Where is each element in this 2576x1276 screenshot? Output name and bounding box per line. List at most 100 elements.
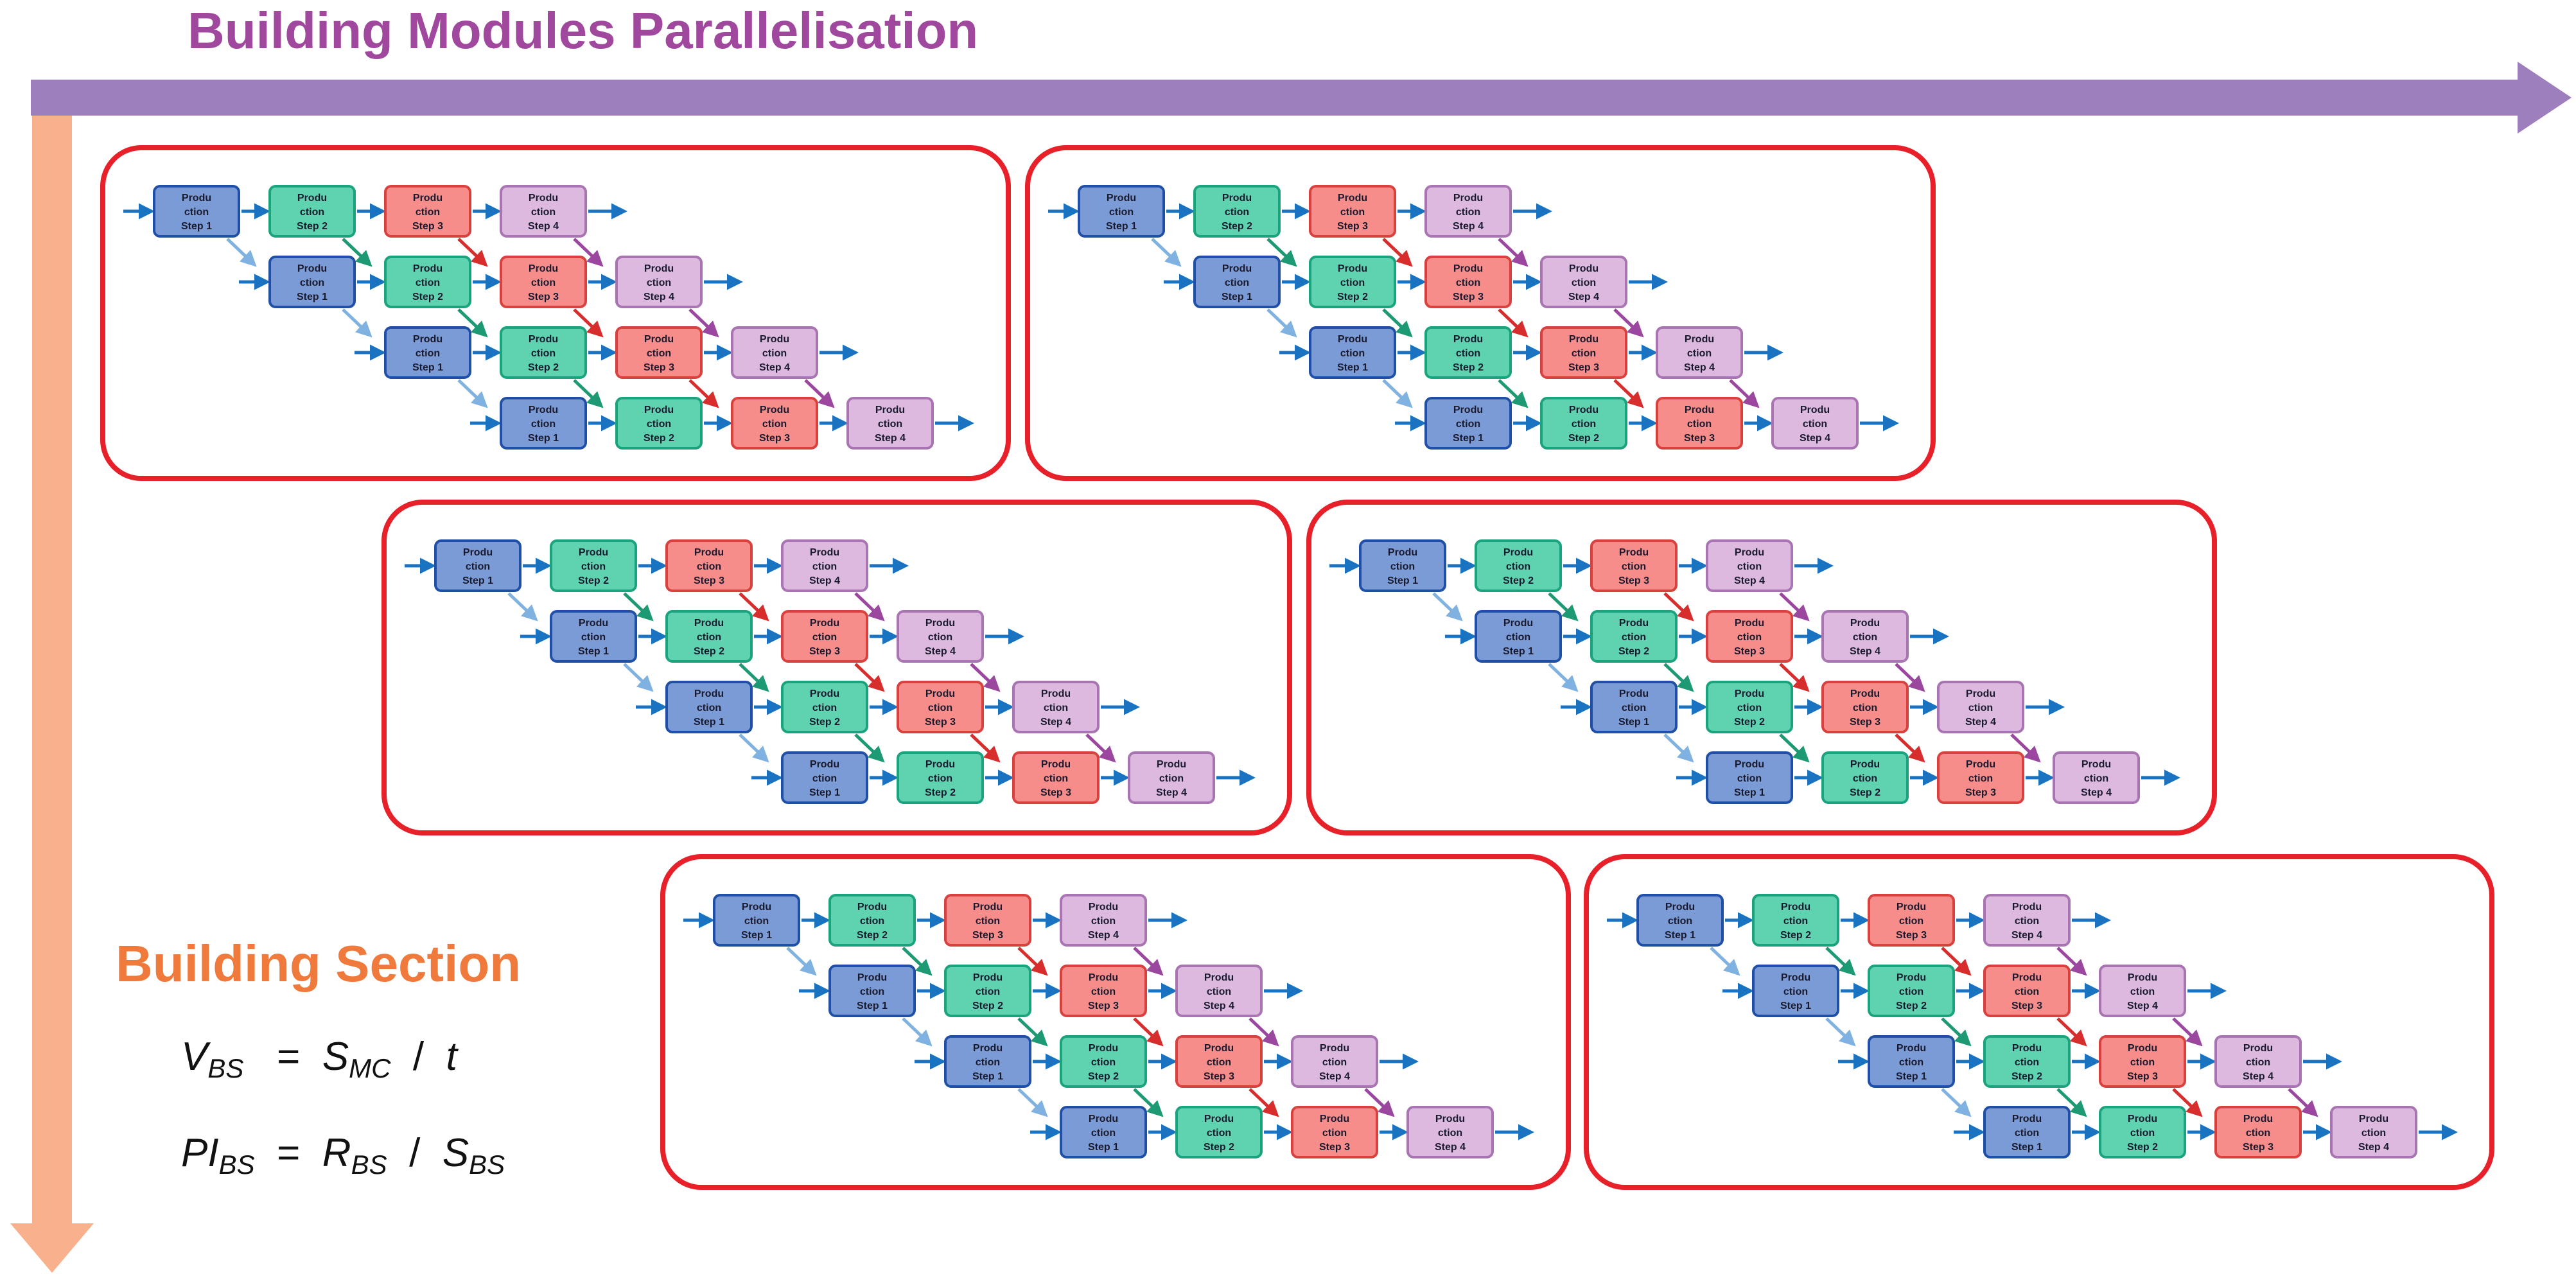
production-step-label: Step 4	[1734, 575, 1765, 586]
production-step-label: Produ	[529, 263, 558, 274]
production-step-label: Produ	[857, 902, 887, 913]
production-step-label: ction	[1572, 277, 1596, 288]
handoff-arrow	[1613, 308, 1644, 338]
production-step-box	[944, 894, 1031, 947]
production-step-box	[1752, 965, 1839, 1017]
production-step-box	[1937, 751, 2024, 804]
production-step-label: Produ	[694, 618, 724, 629]
handoff-arrow	[739, 733, 769, 763]
production-step-label: ction	[1438, 1128, 1462, 1139]
production-step-label: ction	[1899, 916, 1923, 927]
handoff-arrow	[1249, 1017, 1279, 1047]
production-step-box	[944, 965, 1031, 1017]
production-step-label: ction	[647, 348, 671, 359]
handoff-arrow	[1133, 1088, 1164, 1117]
handoff-arrow	[854, 733, 885, 763]
production-step-label: Step 1	[972, 1071, 1003, 1082]
handoff-arrow	[457, 379, 488, 408]
production-step-label: ction	[2015, 1057, 2039, 1068]
production-step-label: ction	[744, 916, 769, 927]
production-step-label: Step 4	[1850, 646, 1880, 657]
parallel-group-panel	[381, 500, 1292, 835]
production-step-label: Step 1	[857, 1001, 888, 1011]
handoff-arrow	[2056, 1088, 2087, 1117]
production-step-label: ction	[1322, 1128, 1347, 1139]
production-step-label: Produ	[297, 263, 327, 274]
handoff-arrow	[1382, 379, 1413, 408]
handoff-arrow	[1825, 1017, 1856, 1047]
handoff-arrow	[1498, 308, 1529, 338]
production-step-label: ction	[1668, 916, 1692, 927]
production-step-label: ction	[1899, 1057, 1923, 1068]
production-step-label: ction	[1091, 916, 1116, 927]
production-step-label: ction	[762, 348, 787, 359]
production-step-box	[1012, 751, 1100, 804]
handoff-arrow	[1729, 379, 1760, 408]
production-step-label: Step 4	[1204, 1001, 1234, 1011]
production-step-label: ction	[878, 419, 902, 430]
production-step-label: Step 1	[1387, 575, 1418, 586]
handoff-arrow	[1779, 733, 1810, 763]
production-step-label: Step 2	[644, 433, 674, 444]
production-step-box	[1656, 326, 1743, 379]
production-step-label: ction	[928, 773, 952, 784]
production-step-label: ction	[2130, 1128, 2155, 1139]
production-step-box	[665, 610, 753, 663]
handoff-arrow	[2172, 1017, 2203, 1047]
production-step-label: Step 3	[1204, 1071, 1234, 1082]
handoff-arrow	[1382, 238, 1413, 267]
production-step-label: Step 2	[528, 362, 559, 373]
production-step-label: Produ	[1338, 334, 1367, 345]
production-step-label: Step 1	[1088, 1142, 1119, 1153]
production-step-label: Step 4	[1684, 362, 1715, 373]
production-step-label: Produ	[529, 334, 558, 345]
production-step-label: ction	[1159, 773, 1184, 784]
handoff-arrow	[854, 663, 885, 692]
production-step-label: ction	[1207, 1057, 1231, 1068]
production-step-label: ction	[697, 561, 721, 572]
production-step-label: ction	[300, 277, 324, 288]
production-step-label: Produ	[579, 547, 608, 558]
production-step-label: Step 1	[1106, 221, 1137, 232]
production-step-label: Produ	[760, 334, 789, 345]
handoff-arrow	[573, 379, 604, 408]
production-step-label: ction	[2130, 1057, 2155, 1068]
production-step-box	[1128, 751, 1215, 804]
production-step-label: Produ	[1781, 902, 1810, 913]
production-step-box	[384, 326, 471, 379]
production-step-box	[1868, 894, 1955, 947]
production-step-label: ction	[1622, 561, 1646, 572]
production-step-label: ction	[1225, 277, 1249, 288]
production-step-label: Step 3	[528, 292, 559, 302]
production-step-label: Produ	[925, 688, 955, 699]
production-step-label: Produ	[1735, 547, 1764, 558]
production-step-label: Produ	[1388, 547, 1417, 558]
production-step-label: Produ	[644, 405, 674, 415]
production-step-label: ction	[1572, 419, 1596, 430]
handoff-arrow	[2056, 947, 2087, 976]
production-step-box	[2099, 1106, 2186, 1158]
production-step-box	[1175, 1035, 1263, 1088]
production-step-label: Step 2	[1453, 362, 1484, 373]
production-step-label: Step 2	[297, 221, 328, 232]
production-step-label: Produ	[1619, 688, 1649, 699]
production-step-label: Step 3	[809, 646, 840, 657]
handoff-arrow	[739, 663, 769, 692]
production-step-box	[731, 326, 818, 379]
handoff-arrow	[342, 308, 372, 338]
production-step-label: ction	[581, 632, 606, 643]
handoff-arrow	[970, 733, 1001, 763]
production-step-label: Produ	[1089, 1043, 1118, 1054]
production-step-label: Step 3	[1684, 433, 1715, 444]
production-step-box	[615, 256, 703, 308]
production-step-label: Step 2	[694, 646, 724, 657]
handoff-arrow	[1613, 379, 1644, 408]
production-step-label: Produ	[2128, 1043, 2157, 1054]
production-step-label: Step 1	[462, 575, 493, 586]
production-step-box	[1983, 1106, 2071, 1158]
production-step-label: Produ	[529, 193, 558, 204]
production-step-box	[153, 185, 240, 238]
handoff-arrow	[1151, 238, 1182, 267]
production-step-box	[615, 326, 703, 379]
handoff-arrow	[2172, 1088, 2203, 1117]
